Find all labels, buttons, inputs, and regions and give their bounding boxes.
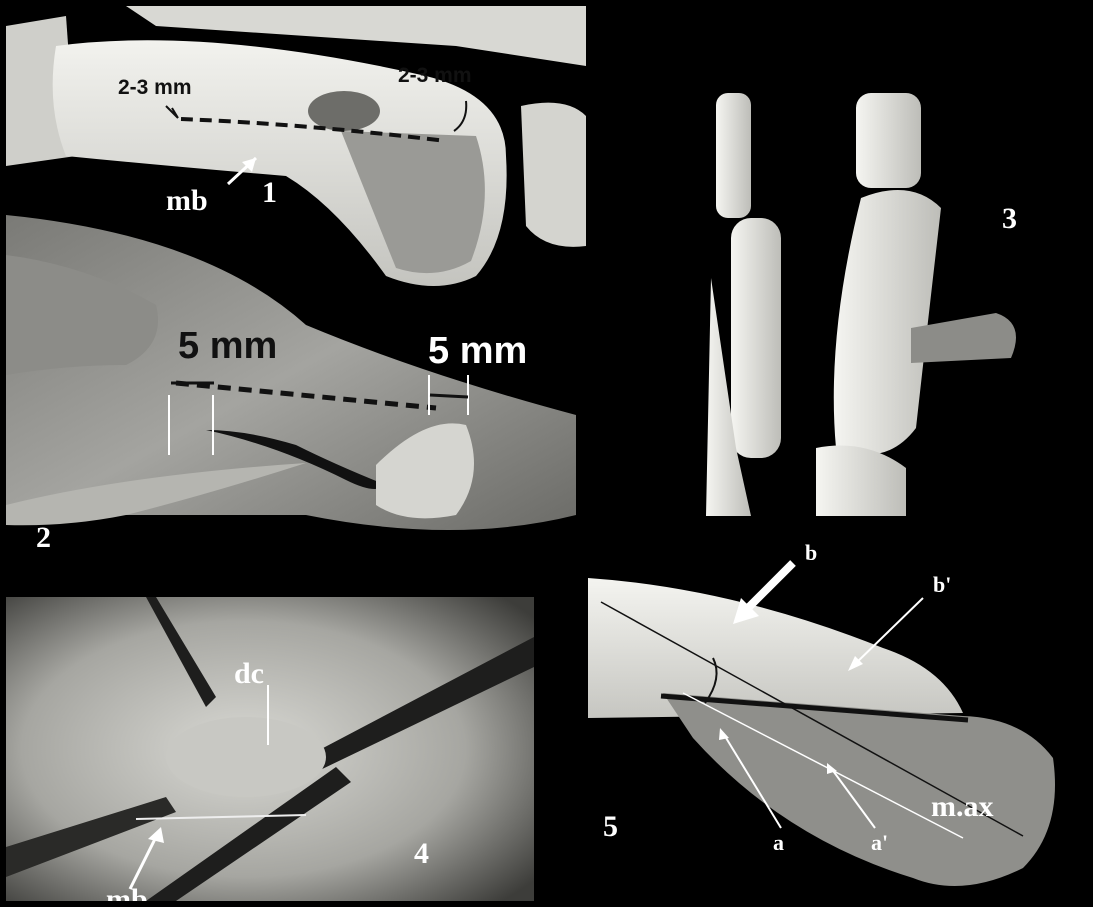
exposed-bone	[166, 717, 326, 797]
panel-4-photo	[6, 597, 534, 901]
measure-label-left: 5 mm	[178, 325, 277, 368]
panel-3-illustration	[706, 88, 1036, 516]
measure-label-right: 5 mm	[428, 330, 527, 373]
mb-label: mb	[166, 184, 208, 218]
panel-number-5: 5	[603, 810, 618, 844]
panel-2: 5 mm 5 mm 2	[6, 215, 576, 577]
panel-number-2: 2	[36, 521, 51, 555]
panel-number-3: 3	[1002, 202, 1017, 236]
label-a: a	[773, 830, 784, 856]
thumb-metacarpal	[834, 190, 941, 455]
label-b: b	[805, 540, 817, 566]
double-arrow-right	[430, 395, 468, 397]
label-b-prime: b'	[933, 572, 951, 598]
cut-surface	[663, 693, 1055, 886]
finger-phalanx-distal	[716, 93, 751, 218]
drill-hole	[308, 91, 380, 131]
panel-5-illustration	[583, 538, 1087, 901]
measure-label-left: 2-3 mm	[118, 76, 192, 100]
label-mechanical-axis: m.ax	[931, 790, 994, 824]
panel-3: 3	[706, 88, 1036, 516]
panel-5: b b' a a' m.ax 5	[583, 538, 1087, 901]
carpal-bone	[816, 446, 906, 517]
mb-label: mb	[106, 883, 148, 901]
dc-label: dc	[234, 657, 264, 691]
panel-4: dc mb 4	[6, 597, 534, 901]
panel-2-illustration	[6, 215, 576, 577]
finger-phalanx-proximal	[731, 218, 781, 458]
arrow-b	[743, 563, 793, 613]
measure-label-right: 2-3 mm	[398, 64, 472, 88]
panel-number-1: 1	[262, 176, 277, 210]
label-a-prime: a'	[871, 830, 888, 856]
metacarpal-shaft	[588, 578, 963, 718]
thumb-distal-phalanx	[856, 93, 921, 188]
panel-number-4: 4	[414, 837, 429, 871]
